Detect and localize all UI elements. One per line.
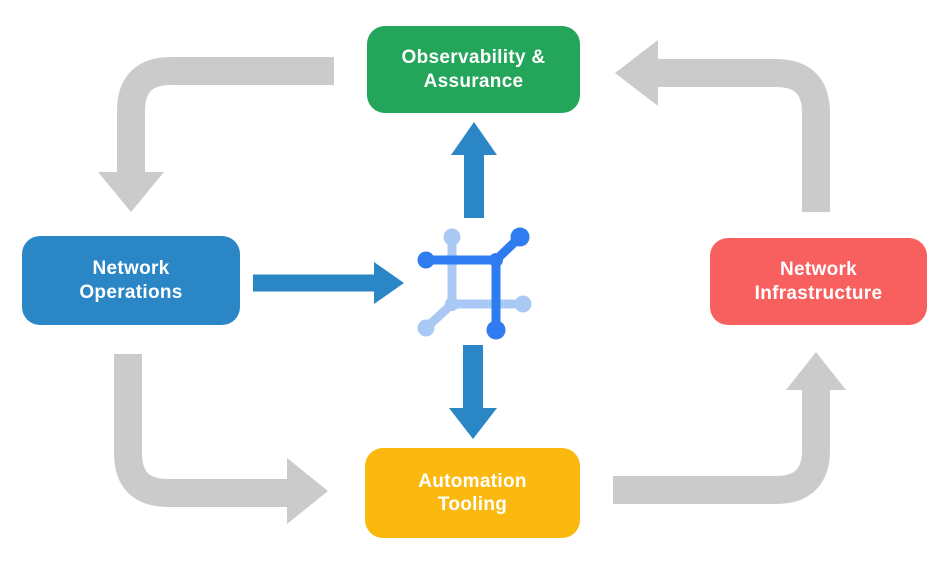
node-label-line: Automation: [418, 470, 527, 492]
node-label-line: Assurance: [423, 70, 524, 92]
icon-node: [510, 227, 530, 247]
arrow-automation-to-infrastructure-line: [613, 390, 830, 504]
arrow-observability-to-operations-head: [98, 172, 164, 212]
arrow-operations-to-center-head: [374, 262, 404, 304]
node-observability-assurance: Observability & Assurance: [367, 26, 580, 113]
arrow-operations-to-automation-line: [114, 354, 289, 507]
network-automation-icon: [417, 227, 532, 340]
arrow-infrastructure-to-observability-head: [615, 40, 658, 106]
icon-node: [486, 320, 506, 340]
node-label-line: Operations: [79, 281, 183, 303]
icon-node: [417, 319, 435, 337]
icon-secondary-nodes: [417, 228, 532, 337]
arrow-operations-to-automation-head: [287, 458, 328, 524]
icon-node: [443, 228, 461, 246]
arrow-center-to-automation-head: [449, 408, 497, 439]
cycle-arrow-heads: [98, 40, 846, 524]
icon-node: [489, 253, 503, 267]
flow-arrow-lines: [253, 153, 484, 410]
node-label-line: Tooling: [437, 494, 508, 515]
node-label-line: Observability &: [401, 47, 546, 68]
arrow-center-to-observability-head: [451, 122, 497, 155]
icon-primary-nodes: [417, 227, 530, 340]
icon-node: [445, 297, 459, 311]
arrow-infrastructure-to-observability-line: [658, 59, 830, 212]
arrow-automation-to-infrastructure-head: [786, 352, 846, 390]
node-network-infrastructure: Network Infrastructure: [710, 238, 927, 325]
node-label-line: Network: [779, 259, 858, 280]
node-label-line: Infrastructure: [754, 282, 883, 304]
flow-arrow-heads: [374, 122, 497, 439]
arrow-observability-to-operations-line: [117, 57, 334, 174]
node-label-line: Network: [92, 258, 170, 279]
icon-node: [417, 251, 435, 269]
node-automation-tooling: Automation Tooling: [365, 448, 580, 538]
node-network-operations: Network Operations: [22, 236, 240, 325]
icon-node: [514, 295, 532, 313]
cycle-arrow-lines: [114, 57, 830, 507]
